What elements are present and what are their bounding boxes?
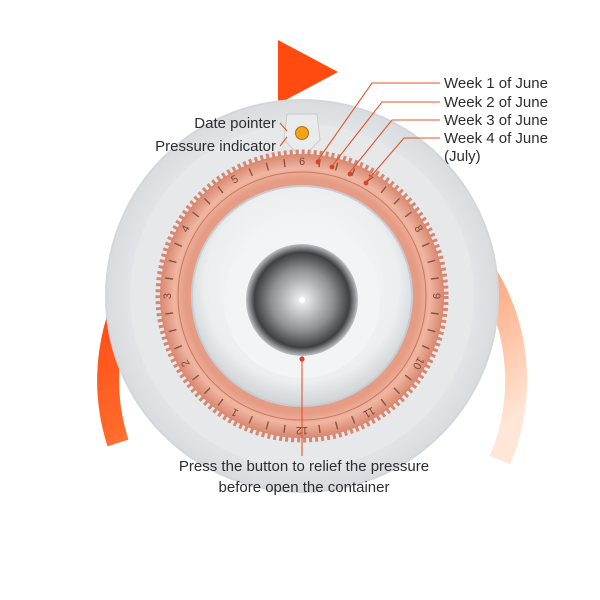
dial-tick: [404, 211, 412, 218]
label-pressure-indicator: Pressure indicator: [155, 138, 276, 155]
leader-week3: [349, 119, 440, 173]
dial-tick: [351, 415, 356, 424]
dial-tick: [427, 328, 436, 333]
dial-tick: [318, 424, 321, 433]
dial-tick: [192, 211, 200, 218]
dial-tick: [203, 387, 211, 395]
pressure-indicator-dot: [295, 126, 309, 140]
dial-tick: [174, 242, 183, 247]
leader-week1: [317, 82, 440, 161]
label-date-pointer: Date pointer: [194, 115, 276, 132]
dial-tick: [217, 186, 224, 194]
dial-tick: [283, 424, 286, 433]
label-press-line2: before open the container: [219, 479, 390, 496]
week1-marker: [315, 159, 321, 165]
dial-tick: [192, 374, 200, 381]
dial-tick: [421, 345, 430, 350]
dial-number-10: 10: [410, 355, 427, 372]
dial-tick: [165, 277, 174, 280]
dial-number-11: 11: [361, 404, 377, 420]
dial-number-6: 6: [299, 156, 305, 168]
dial-number-2: 2: [179, 357, 192, 368]
week3-marker: [347, 171, 353, 177]
leader-week4: [365, 137, 440, 183]
rotation-arrowhead: [278, 40, 338, 104]
button-center: [299, 297, 305, 303]
dial-number-4: 4: [179, 223, 192, 234]
dial-tick: [265, 162, 270, 171]
dial-tick: [380, 186, 387, 194]
label-week3: Week 3 of June: [444, 112, 548, 129]
dial-tick: [404, 374, 412, 381]
dial-tick: [248, 168, 253, 177]
dial-tick: [168, 328, 177, 333]
dial-number-3: 3: [162, 293, 174, 299]
dial-number-8: 8: [411, 223, 424, 234]
label-week2: Week 2 of June: [444, 94, 548, 111]
week2-marker: [329, 164, 335, 170]
dial-tick: [265, 421, 270, 430]
dial-tick: [430, 277, 439, 280]
dial-tick: [283, 159, 286, 168]
dial-tick: [217, 398, 224, 406]
dial-tick: [380, 398, 387, 406]
dial-number-7: 7: [363, 173, 374, 186]
dial-tick: [165, 312, 174, 315]
dial-tick: [393, 197, 401, 205]
leader-week2: [331, 101, 440, 167]
week-markers: [299, 159, 369, 362]
dial-number-1: 1: [229, 405, 240, 418]
dial-tick: [430, 312, 439, 315]
label-press-line1: Press the button to relief the pressure: [179, 458, 429, 475]
dial-number-5: 5: [229, 173, 240, 186]
label-week4-note: (July): [444, 148, 481, 165]
dial-tick: [203, 197, 211, 205]
leader-date-pointer: [279, 122, 288, 132]
dial-tick: [427, 259, 436, 264]
dial-tick: [421, 242, 430, 247]
dial-tick: [248, 415, 253, 424]
leader-lines: [279, 82, 440, 456]
label-week4: Week 4 of June: [444, 130, 548, 147]
label-week1: Week 1 of June: [444, 75, 548, 92]
dial-tick: [393, 387, 401, 395]
leader-pressure-indicator: [279, 136, 288, 147]
dial-tick: [334, 421, 339, 430]
dial-number-9: 9: [430, 293, 442, 299]
week4-marker: [363, 180, 369, 186]
dial-tick: [168, 259, 177, 264]
button-marker: [299, 356, 305, 362]
dial-tick: [174, 345, 183, 350]
dial-tick: [334, 162, 339, 171]
